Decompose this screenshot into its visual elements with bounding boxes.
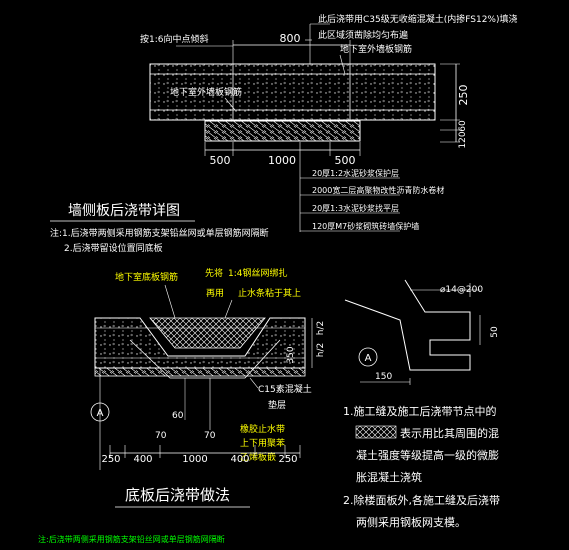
floor-dim-4: 400 [230,454,249,465]
dim-h2b: h/2 [316,343,326,357]
floor-dim-2: 400 [133,454,152,465]
dim-60: 60 [172,411,184,421]
steel-plate-profile [344,279,471,371]
note-2a: 2.除楼面板外,各施工缝及后浇带 [343,493,500,507]
wall-note-1: 注:1.后浇带两侧采用钢筋支架铅丝网或单层钢筋网隔断 [50,227,269,239]
wall-note-2: 2.后浇带留设位置同底板 [64,242,163,254]
section-a-marker-left [90,402,110,422]
dim-70a: 70 [155,431,167,441]
section-a-detail: ⌀14@200 50 150 A [344,279,500,385]
callout-inner: 地下室外墙板钢筋 [170,86,242,98]
dim-70b: 70 [204,431,216,441]
dim-top-label: 800 [280,32,301,45]
note-2b: 两侧采用钢板网支模。 [356,515,466,529]
dim-bottom-1: 500 [210,154,231,167]
dim-350: 350 [286,346,296,363]
section-a-label-right: A [365,353,372,364]
post-cast-strip-hatch [149,317,266,349]
label-c15b: 垫层 [268,399,286,411]
floor-dim-3: 1000 [182,454,207,465]
callout-slope: 按1:6向中点倾斜 [140,33,209,45]
label-waterstop-1: 橡胶止水带 [240,423,285,435]
layer-3: 20厚1:3水泥砂浆找平层 [312,203,399,213]
label-waterstop-2: 上下用聚苯 [240,437,285,449]
label-c15: C15素混凝土 [258,383,312,395]
label-left-top: 先将 [205,267,223,279]
label-waterstop-3: 乙烯板嵌 [240,451,276,463]
layer-4: 120厚M7砂浆砌筑砖墙保护墙 [312,221,419,231]
dim-right-1: 250 [457,85,470,106]
dim-bottom-2: 1000 [268,154,296,167]
dim-right-3: 120 [458,131,468,148]
dim-bottom-3: 500 [335,154,356,167]
dim-h2a: h/2 [316,321,326,335]
note-1b: 表示用比其周围的混 [400,426,499,440]
callout-top-2: 此区域须凿除均匀布遍 [318,29,408,41]
note-1d: 胀混凝土浇筑 [356,470,422,484]
brick-protection-wall [204,120,361,142]
notes-right: 1.施工缝及施工后浇带节点中的 表示用比其周围的混 凝土强度等级提高一级的微膨 … [343,404,500,529]
callout-top-3: 地下室外墙板钢筋 [340,43,412,55]
floor-dim-5: 250 [278,454,297,465]
floor-detail-title: 底板后浇带做法 [125,486,230,504]
wall-detail: 800 此后浇带用C35级无收缩混凝土(内掺FS12%)填浇 此区域须凿除均匀布… [50,13,518,254]
note-1a: 1.施工缝及施工后浇带节点中的 [343,404,497,418]
wall-slab [149,63,436,121]
section-a-label-left: A [97,408,104,419]
dim-150: 150 [375,372,392,382]
note-1c: 凝土强度等级提高一级的微膨 [356,448,499,462]
wall-detail-title: 墙侧板后浇带详图 [68,203,180,219]
label-mesh-1: 1:4钢丝网绑扎 [228,267,288,279]
c15-cushion [94,367,306,377]
floor-dim-1: 250 [101,454,120,465]
label-rebar: 地下室底板钢筋 [115,271,178,283]
callout-top-1: 此后浇带用C35级无收缩混凝土(内掺FS12%)填浇 [318,13,518,25]
dim-right-2: 60 [458,120,468,132]
dim-50: 50 [490,326,500,338]
bar-label: ⌀14@200 [440,285,483,295]
layer-2: 2000宽二层高聚物改性沥青防水卷材 [312,185,444,195]
hatch-legend [355,425,397,439]
label-left-bottom: 再用 [206,288,224,299]
floor-detail: h/2 h/2 350 地下室底板钢筋 先将 再用 1:4钢丝网绑扎 止水条粘于… [38,267,326,544]
layer-1: 20厚1:2水泥砂浆保护层 [312,168,399,178]
floor-note: 注:后浇带两侧采用钢筋支架铅丝网或单层钢筋网隔断 [38,534,225,544]
section-a-marker-right [358,347,378,367]
label-mesh-2: 止水条粘于其上 [238,287,301,299]
